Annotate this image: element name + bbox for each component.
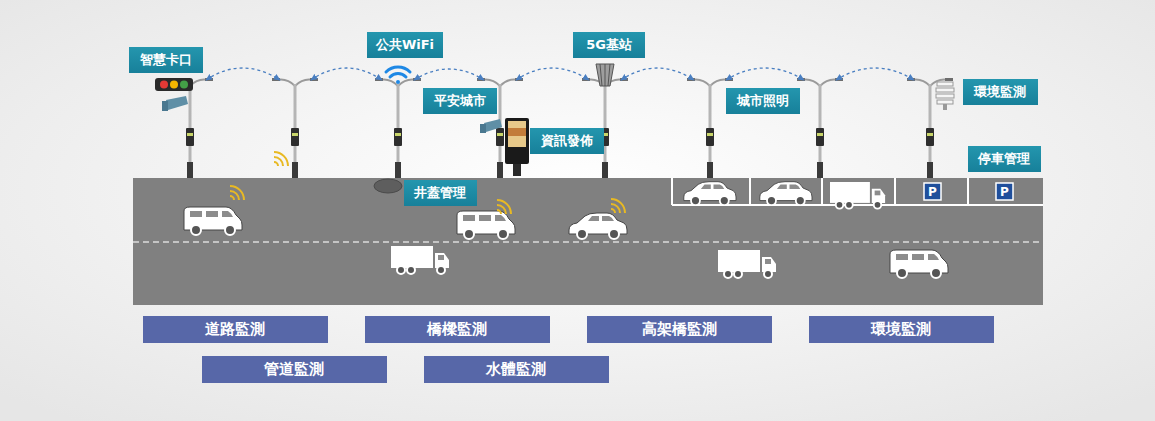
environment-sensor-part xyxy=(937,82,953,86)
network-arcs xyxy=(206,68,914,80)
vehicles-part xyxy=(184,207,242,235)
surveillance-camera-part xyxy=(166,96,188,110)
node-text: 高架橋監測 xyxy=(642,320,717,339)
info-display-kiosk-part xyxy=(508,121,526,147)
surveillance-camera-part xyxy=(162,101,168,111)
node-text: 環境監測 xyxy=(974,83,1026,101)
environment-sensor-part xyxy=(943,104,947,110)
info-display-kiosk-part xyxy=(513,164,521,176)
street-lamp-poles xyxy=(167,78,953,178)
environment-sensor xyxy=(936,82,954,110)
traffic-light-part xyxy=(160,81,168,89)
parking-sign-letter: P xyxy=(928,185,937,199)
wifi-icon xyxy=(386,67,410,84)
monitoring-band: 水體監測 xyxy=(424,356,609,383)
street-lamp-poles-part xyxy=(797,78,843,178)
node-text: 環境監測 xyxy=(871,320,931,339)
node-text: 城市照明 xyxy=(737,92,789,110)
monitoring-band: 管道監測 xyxy=(202,356,387,383)
node-text: 5G基站 xyxy=(586,36,632,54)
node-text: 道路監測 xyxy=(205,320,265,339)
parking-signs xyxy=(924,183,1013,200)
traffic-light-part xyxy=(180,81,188,89)
wireless-signals-part xyxy=(274,152,288,166)
surveillance-camera-part xyxy=(480,124,486,133)
traffic-light-part xyxy=(155,78,193,91)
info-display-kiosk xyxy=(505,118,529,176)
feature-callout: 平安城市 xyxy=(423,88,497,114)
vehicles xyxy=(184,182,948,278)
5g-antenna-part xyxy=(596,64,614,86)
monitoring-band: 高架橋監測 xyxy=(587,316,772,343)
environment-sensor-part xyxy=(937,100,953,104)
node-text: 智慧卡口 xyxy=(140,51,192,69)
node-text: 停車管理 xyxy=(978,150,1030,168)
traffic-light xyxy=(155,78,193,91)
vehicles-part xyxy=(890,250,948,278)
5g-antenna-part xyxy=(600,64,610,86)
road-part xyxy=(133,241,1043,243)
surveillance-camera-part xyxy=(484,119,502,132)
network-arcs-part xyxy=(414,69,484,80)
wifi-icon-part xyxy=(396,80,400,84)
info-display-kiosk-part xyxy=(508,128,526,136)
vehicles-part xyxy=(718,250,776,278)
wifi-icon-part xyxy=(386,67,410,72)
feature-callout: 停車管理 xyxy=(968,146,1041,172)
feature-callout: 城市照明 xyxy=(726,88,800,114)
road-part xyxy=(133,178,1043,305)
wifi-icon-part xyxy=(390,74,406,77)
wireless-signals xyxy=(230,152,625,214)
feature-callout: 環境監測 xyxy=(963,79,1038,105)
monitoring-band: 橋樑監測 xyxy=(365,316,550,343)
vehicles-part xyxy=(569,213,627,239)
monitoring-band: 環境監測 xyxy=(809,316,994,343)
5g-antenna xyxy=(596,64,614,86)
street-lamp-poles-part xyxy=(375,78,421,178)
node-text: 水體監測 xyxy=(486,360,546,379)
network-arcs-part xyxy=(311,68,382,80)
feature-callout: 井蓋管理 xyxy=(404,180,477,206)
street-lamp-poles-part xyxy=(272,78,318,178)
network-arcs-part xyxy=(621,68,694,80)
vehicles-part xyxy=(684,182,736,205)
node-text: 公共WiFi xyxy=(376,36,434,54)
traffic-light-part xyxy=(170,81,178,89)
environment-sensor-part xyxy=(936,94,954,98)
vehicles-part xyxy=(457,211,515,239)
info-display-kiosk-part xyxy=(505,118,529,164)
feature-callout: 資訊發佈 xyxy=(530,128,604,154)
vehicles-part xyxy=(830,182,885,209)
parking-signs-part xyxy=(924,183,941,200)
street-lamp-poles-part xyxy=(907,78,953,178)
parking-sign-letter: P xyxy=(1000,185,1009,199)
feature-callout: 5G基站 xyxy=(573,32,645,58)
road-part xyxy=(374,179,402,193)
monitoring-band: 道路監測 xyxy=(143,316,328,343)
vehicles-part xyxy=(760,182,812,205)
wireless-signals-part xyxy=(497,200,511,214)
network-arcs-part xyxy=(206,68,280,80)
node-text: 管道監測 xyxy=(264,360,324,379)
parking-signs-part xyxy=(996,183,1013,200)
network-arcs-part xyxy=(836,68,914,80)
feature-callout: 公共WiFi xyxy=(367,32,443,58)
network-arcs-part xyxy=(516,68,589,80)
node-text: 資訊發佈 xyxy=(541,132,593,150)
vehicles-part xyxy=(391,246,449,274)
wireless-signals-part xyxy=(230,186,244,200)
node-text: 平安城市 xyxy=(434,92,486,110)
environment-sensor-part xyxy=(936,88,954,92)
network-arcs-part xyxy=(726,68,804,80)
node-text: 井蓋管理 xyxy=(414,184,466,202)
street-lamp-poles-part xyxy=(167,78,213,178)
feature-callout: 智慧卡口 xyxy=(129,47,203,73)
road xyxy=(133,178,1043,305)
wireless-signals-part xyxy=(611,199,625,213)
node-text: 橋樑監測 xyxy=(427,320,487,339)
